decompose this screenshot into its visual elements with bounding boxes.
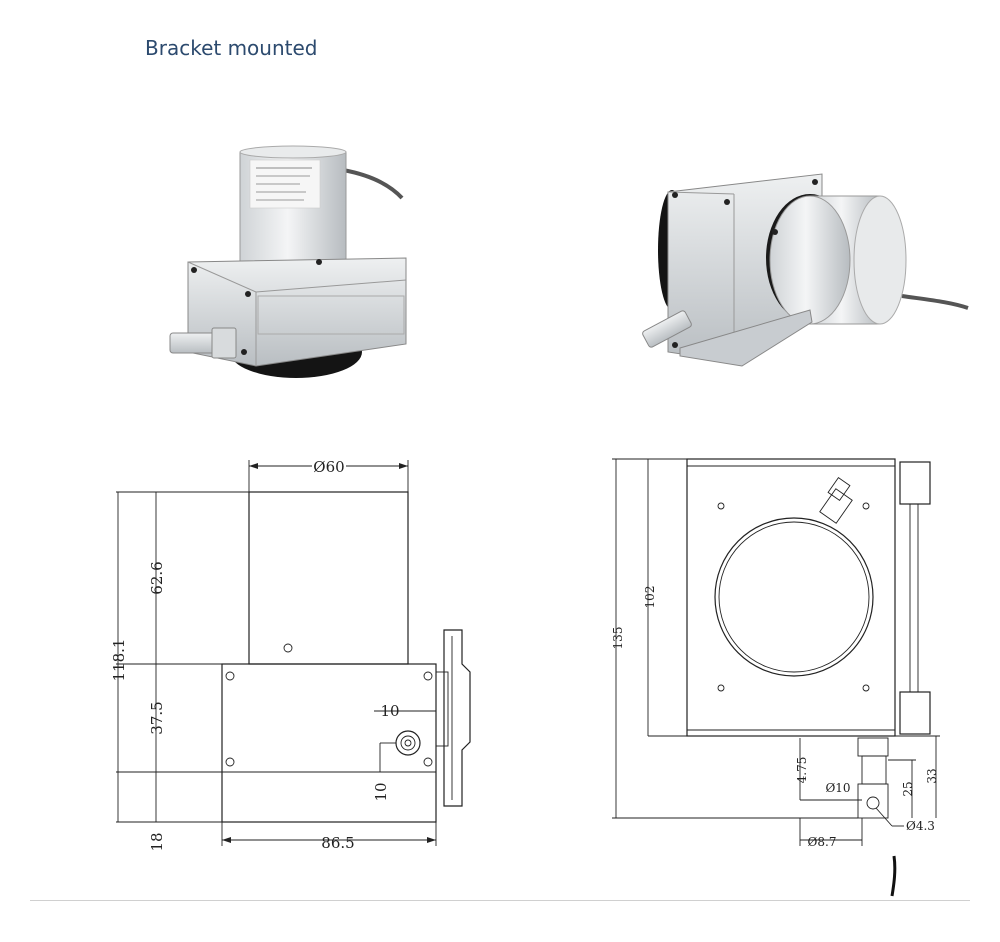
product-photo-front	[169, 145, 407, 378]
divider	[30, 900, 970, 901]
product-photo-side	[642, 173, 969, 367]
dim-side-dia4-3: Ø4.3	[906, 819, 935, 833]
dim-front-port-h: 10	[380, 702, 399, 720]
dim-side-33: 33	[925, 768, 939, 783]
dim-front-port-v: 10	[372, 782, 390, 801]
side-view-drawing: 135 102 4.75 Ø10 25 33 Ø4.3 Ø8.7	[611, 458, 940, 897]
dim-front-62-6: 62.6	[148, 561, 166, 594]
dim-front-18: 18	[148, 832, 166, 851]
dim-side-25: 25	[901, 781, 915, 796]
dim-side-135: 135	[611, 627, 625, 650]
dim-side-dia8-7: Ø8.7	[808, 835, 837, 849]
page-title: Bracket mounted	[145, 36, 318, 60]
dim-side-4-75: 4.75	[795, 757, 809, 784]
dim-front-118-1: 118.1	[110, 639, 128, 682]
dim-side-dia10: Ø10	[825, 781, 850, 795]
front-view-drawing: Ø60 118.1 62.6 37.5 18 86.5 10 10	[110, 456, 471, 852]
dim-front-37-5: 37.5	[148, 701, 166, 734]
dim-front-dia60: Ø60	[313, 458, 344, 476]
dim-front-86-5: 86.5	[321, 834, 354, 852]
dim-side-102: 102	[643, 586, 657, 609]
